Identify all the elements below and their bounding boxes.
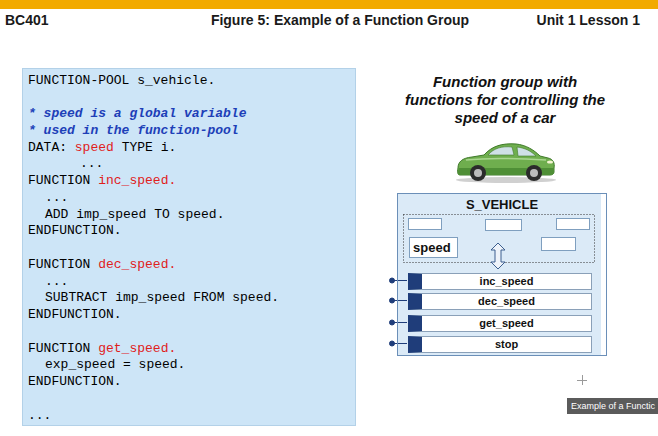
pin-dot [390, 320, 395, 325]
double-arrow [491, 243, 505, 269]
code-text: ... [28, 407, 51, 424]
car-window [488, 147, 514, 155]
data-field [557, 219, 590, 230]
code-line: ... [28, 407, 51, 424]
code-line: SUBTRACT imp_speed FROM speed. [45, 289, 279, 306]
car-wheel [526, 165, 542, 181]
code-line: FUNCTION get_speed. [28, 340, 176, 357]
function-name: stop [495, 338, 518, 351]
pin-dot [390, 298, 395, 303]
data-field [542, 238, 576, 251]
car-wheel [470, 165, 486, 181]
code-line: FUNCTION dec_speed. [28, 256, 176, 273]
cursor-line [582, 375, 583, 385]
variable-name: speed [413, 240, 451, 255]
tooltip: Example of a Functic [571, 400, 655, 412]
function-module-row: dec_speed [408, 293, 592, 310]
course-code: BC401 [5, 12, 49, 29]
code-comment: * used in the function-pool [28, 122, 239, 139]
car-highlight [466, 159, 546, 161]
interface-pins [390, 278, 408, 346]
code-keyword-highlight: get_speed. [98, 340, 176, 357]
pin-dot [390, 278, 395, 283]
code-text: ... [45, 273, 68, 290]
car-hub [530, 169, 538, 177]
code-text: ENDFUNCTION. [28, 373, 122, 390]
pin-dot [390, 341, 395, 346]
function-group-fill [397, 193, 601, 356]
data-field [486, 220, 522, 231]
code-text: FUNCTION [28, 256, 90, 273]
function-name: get_speed [479, 317, 533, 330]
code-text: ENDFUNCTION. [28, 222, 122, 239]
code-line: exp_speed = speed. [45, 356, 185, 373]
car-window [517, 147, 536, 156]
code-text: ENDFUNCTION. [28, 306, 122, 323]
code-text: FUNCTION-POOL s_vehicle. [28, 72, 215, 89]
figure-title: Figure 5: Example of a Function Group [90, 12, 590, 29]
code-text: FUNCTION [28, 340, 90, 357]
unit-lesson-holder: Unit 1 Lesson 1 [537, 12, 640, 29]
code-text: SUBTRACT imp_speed FROM speed. [45, 289, 279, 306]
code-text: exp_speed = speed. [45, 356, 185, 373]
tooltip-holder: Example of a Functic [567, 398, 658, 414]
code-listing: FUNCTION-POOL s_vehicle. * speed is a glo… [22, 68, 356, 426]
illustration-heading: Function group with functions for contro… [405, 73, 605, 127]
car-hub [474, 169, 482, 177]
code-comment: * speed is a global variable [28, 105, 246, 122]
code-line: ADD imp_speed TO speed. [45, 206, 224, 223]
function-module-row: get_speed [408, 315, 592, 332]
code-line: ... [45, 189, 68, 206]
code-text: DATA: [28, 139, 67, 156]
code-line: ... [80, 155, 103, 172]
code-line: FUNCTION-POOL s_vehicle. [28, 72, 215, 89]
code-text: TYPE i. [122, 139, 177, 156]
car-headlight [547, 160, 553, 163]
code-keyword-highlight: dec_speed. [98, 256, 176, 273]
unit-lesson: Unit 1 Lesson 1 [537, 12, 640, 29]
code-line: ENDFUNCTION. [28, 373, 122, 390]
global-data-field: speed [409, 237, 458, 258]
illustration-heading-holder: Function group with functions for contro… [405, 73, 605, 127]
code-keyword-highlight: inc_speed. [98, 172, 176, 189]
code-text: ... [80, 155, 103, 172]
function-name: inc_speed [480, 275, 534, 288]
header-bar [0, 0, 658, 9]
car-illustration [456, 144, 556, 183]
title-holder: Figure 5: Example of a Function Group [90, 12, 590, 29]
code-line: DATA: speed TYPE i. [28, 139, 176, 156]
code-text: FUNCTION [28, 172, 90, 189]
code-line: FUNCTION inc_speed. [28, 172, 176, 189]
code-line: ENDFUNCTION. [28, 222, 122, 239]
code-keyword-highlight: speed [75, 139, 114, 156]
course-code-holder: BC401 [5, 12, 49, 29]
group-name: S_VEHICLE [398, 197, 606, 213]
code-line: ENDFUNCTION. [28, 306, 122, 323]
code-text: ... [45, 189, 68, 206]
function-module-row: stop [408, 336, 592, 353]
function-module-row: inc_speed [408, 273, 592, 290]
function-group-box: S_VEHICLEspeed inc_speed dec_speed get_spee… [397, 193, 607, 356]
code-text: ADD imp_speed TO speed. [45, 206, 224, 223]
code-line: ... [45, 273, 68, 290]
code-line: * used in the function-pool [28, 122, 239, 139]
data-field [409, 219, 442, 230]
function-name: dec_speed [478, 295, 535, 308]
code-line: * speed is a global variable [28, 105, 246, 122]
car-shadow [456, 177, 556, 183]
cursor-crosshair [577, 375, 587, 385]
